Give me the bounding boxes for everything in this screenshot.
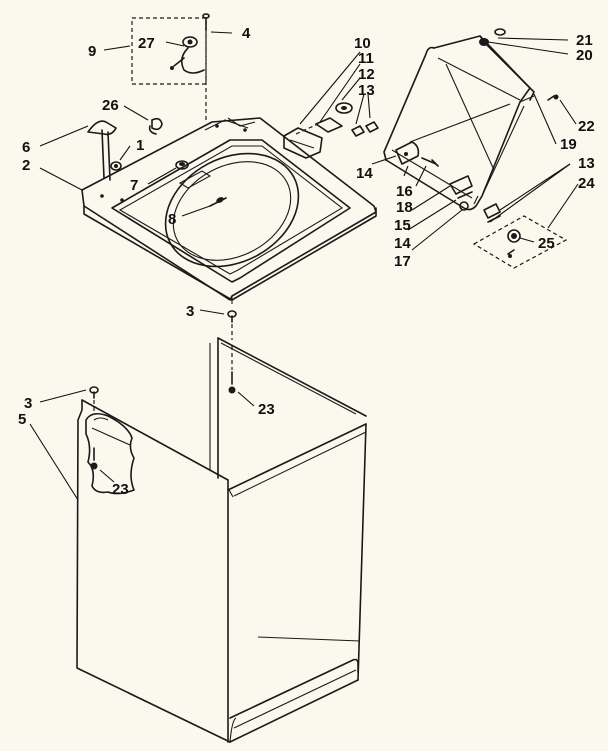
- callout-18: 18: [396, 199, 413, 216]
- callout-22: 22: [578, 118, 595, 135]
- callout-12: 12: [358, 66, 375, 83]
- screws-23: [90, 346, 236, 470]
- callout-16: 16: [396, 183, 413, 200]
- callout-19: 19: [560, 136, 577, 153]
- lid-hardware: [479, 28, 559, 101]
- callout-3-left: 3: [24, 395, 32, 412]
- callout-15: 15: [394, 217, 411, 234]
- screws-3: [89, 310, 237, 412]
- callout-9: 9: [88, 43, 96, 60]
- callout-3-rear: 3: [186, 303, 194, 320]
- callout-10: 10: [354, 35, 371, 52]
- callout-23-left: 23: [112, 481, 129, 498]
- callout-8: 8: [168, 211, 176, 228]
- callout-13-hinge: 13: [358, 82, 375, 99]
- callout-13-lid: 13: [578, 155, 595, 172]
- callout-14-lower: 14: [394, 235, 411, 252]
- callout-21: 21: [576, 32, 593, 49]
- callout-26: 26: [102, 97, 119, 114]
- callout-25: 25: [538, 235, 555, 252]
- callout-17: 17: [394, 253, 411, 270]
- callout-20: 20: [576, 47, 593, 64]
- callout-2: 2: [22, 157, 30, 174]
- lid: [383, 35, 535, 211]
- callout-5: 5: [18, 411, 26, 428]
- callout-labels: 4 9 27 10 11 12 13 26 6 1 2 7 8 3 3 5 23…: [18, 25, 595, 498]
- callout-4: 4: [242, 25, 251, 42]
- callout-1: 1: [136, 137, 144, 154]
- washer-top: [81, 117, 377, 304]
- leader-lines: [29, 31, 579, 501]
- callout-14-upper: 14: [356, 165, 373, 182]
- cabinet: [76, 337, 367, 743]
- callout-23-rear: 23: [258, 401, 275, 418]
- callout-24: 24: [578, 175, 595, 192]
- callout-7: 7: [130, 177, 138, 194]
- callout-6: 6: [22, 139, 30, 156]
- screw-4: [202, 13, 210, 120]
- bumper-kit: [472, 215, 568, 269]
- lid-hinge-assembly: [283, 102, 379, 159]
- callout-11: 11: [358, 50, 374, 67]
- callout-27: 27: [138, 35, 155, 52]
